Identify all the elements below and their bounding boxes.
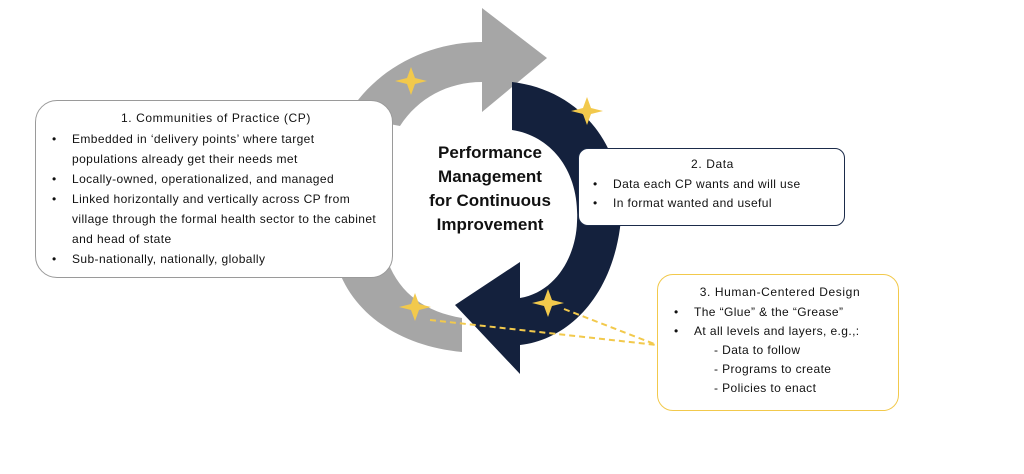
star-icon bbox=[399, 293, 431, 321]
center-title-line: Management bbox=[438, 167, 542, 186]
human-centered-design-box: 3. Human-Centered Design The “Glue” & th… bbox=[657, 274, 899, 411]
list-item: Embedded in ‘delivery points’ where targ… bbox=[50, 129, 382, 169]
bullet-list: Data each CP wants and will use In forma… bbox=[591, 175, 834, 213]
sub-item: - Data to follow bbox=[714, 343, 801, 357]
sub-item: - Programs to create bbox=[714, 362, 832, 376]
list-item: Locally-owned, operationalized, and mana… bbox=[50, 169, 382, 189]
connector-line bbox=[563, 308, 658, 346]
list-item: Sub-nationally, nationally, globally bbox=[50, 249, 382, 269]
list-item: Linked horizontally and vertically acros… bbox=[50, 189, 382, 249]
bullet-list: The “Glue” & the “Grease” At all levels … bbox=[672, 303, 888, 341]
box-title: 1. Communities of Practice (CP) bbox=[121, 111, 311, 125]
connector-line bbox=[429, 319, 658, 346]
communities-of-practice-box: 1. Communities of Practice (CP) Embedded… bbox=[35, 100, 393, 278]
list-item: Data each CP wants and will use bbox=[591, 175, 834, 194]
center-title-line: for Continuous bbox=[429, 191, 551, 210]
star-icon bbox=[395, 67, 427, 95]
gray-arrow-top bbox=[347, 8, 547, 126]
sub-item: - Policies to enact bbox=[714, 381, 817, 395]
box-title: 3. Human-Centered Design bbox=[699, 285, 861, 299]
data-box: 2. Data Data each CP wants and will use … bbox=[578, 148, 845, 226]
center-title-line: Performance bbox=[438, 143, 542, 162]
list-item: The “Glue” & the “Grease” bbox=[672, 303, 888, 322]
bullet-list: Embedded in ‘delivery points’ where targ… bbox=[50, 129, 382, 269]
star-icon bbox=[532, 289, 564, 317]
star-icon bbox=[571, 97, 603, 125]
box-title: 2. Data bbox=[691, 157, 734, 171]
list-item: At all levels and layers, e.g.,: bbox=[672, 322, 888, 341]
center-title: Performance Management for Continuous Im… bbox=[410, 141, 570, 237]
center-title-line: Improvement bbox=[436, 215, 544, 234]
list-item: In format wanted and useful bbox=[591, 194, 834, 213]
